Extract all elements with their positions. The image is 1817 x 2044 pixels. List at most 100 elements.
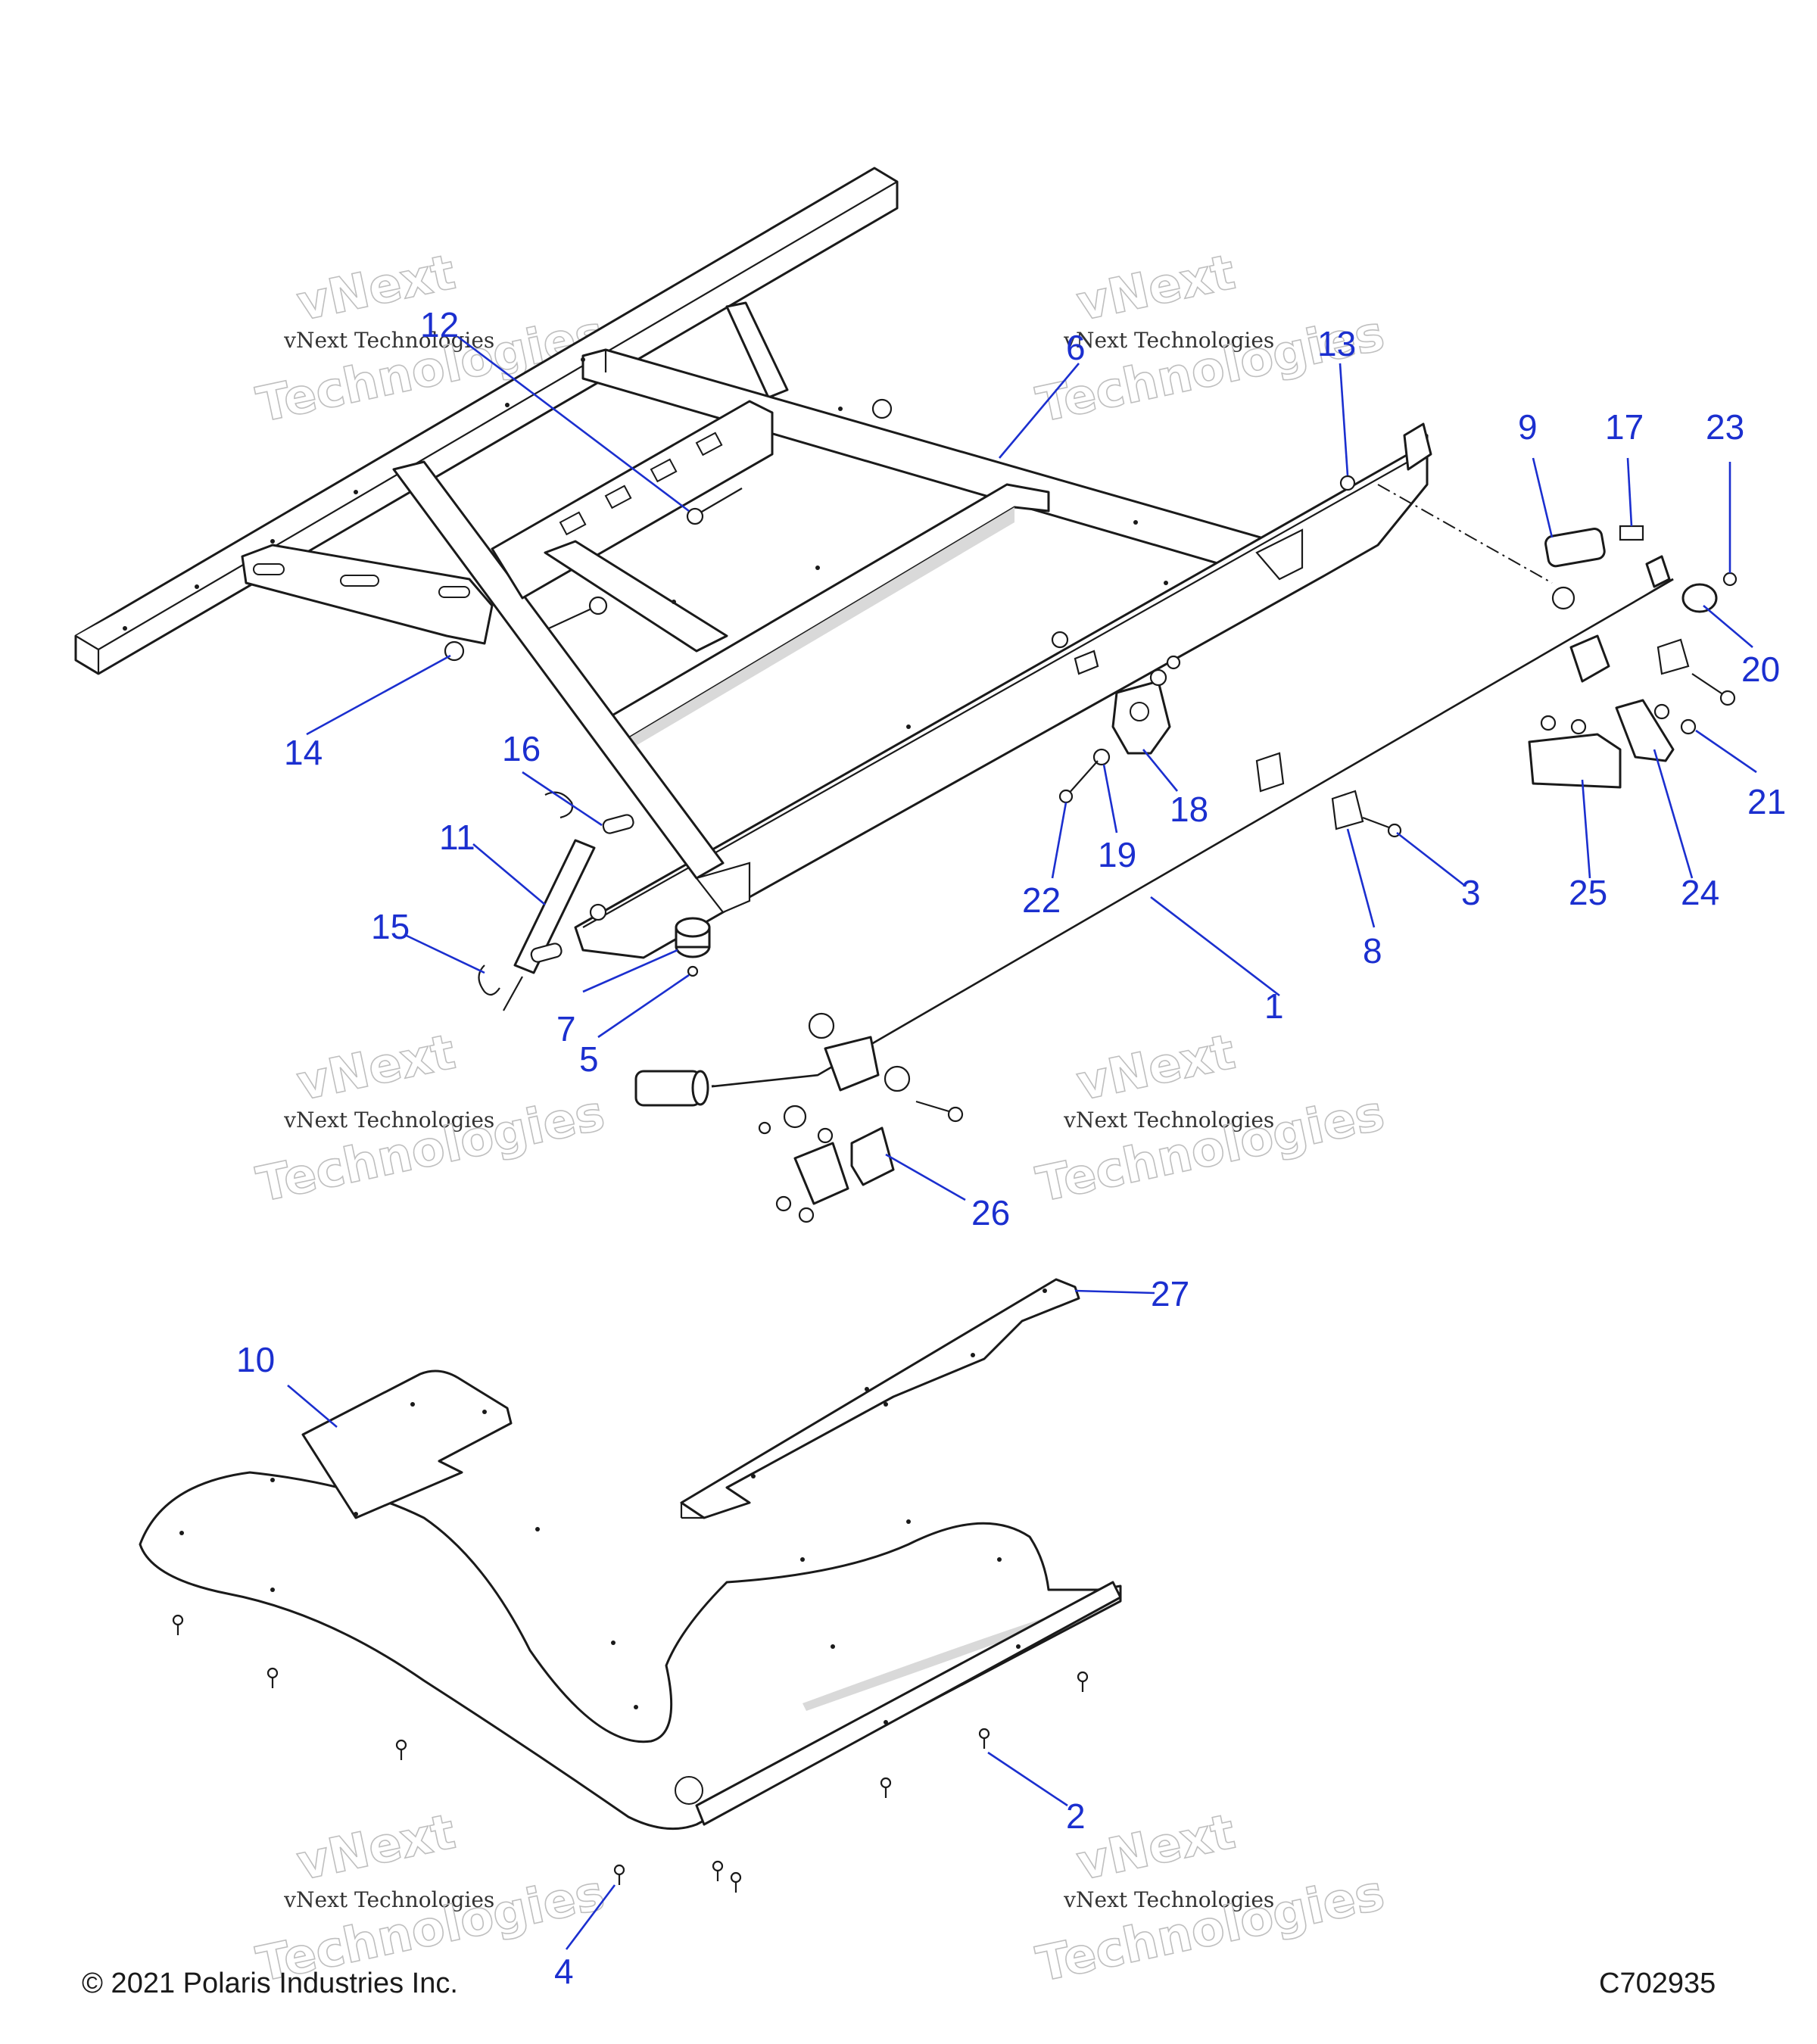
skid-plate-highlight bbox=[803, 1605, 1083, 1711]
callout-20: 20 bbox=[1741, 650, 1780, 689]
leader-9 bbox=[1532, 457, 1554, 538]
plate-26 bbox=[793, 1142, 849, 1205]
spring-17 bbox=[1619, 525, 1644, 541]
callout-4: 4 bbox=[554, 1952, 574, 1991]
callout-26: 26 bbox=[971, 1193, 1010, 1232]
latch-rod-1-inner bbox=[711, 578, 1674, 1088]
rod-end-sleeve-cap bbox=[691, 1070, 709, 1106]
leader-27 bbox=[1074, 1289, 1155, 1295]
leader-1 bbox=[1150, 896, 1280, 997]
skid-plate-drain bbox=[675, 1776, 703, 1805]
leader-8 bbox=[1346, 828, 1376, 928]
leader-26 bbox=[885, 1153, 966, 1201]
figure-code: C702935 bbox=[1599, 1968, 1716, 1999]
skid-plate-main bbox=[139, 1471, 1122, 1831]
rod-bushing bbox=[783, 1105, 807, 1129]
frame-curved-shade bbox=[628, 507, 1014, 746]
callout-13: 13 bbox=[1317, 324, 1356, 363]
rear-frame-assembly bbox=[74, 167, 1432, 959]
frame-right-rail-edge bbox=[582, 461, 1409, 928]
rod-clip bbox=[884, 1065, 911, 1092]
rod-bolt bbox=[915, 1100, 955, 1114]
leader-18 bbox=[1142, 749, 1179, 792]
leader-21 bbox=[1695, 729, 1757, 774]
rod-bolt-head bbox=[947, 1106, 964, 1123]
callout-9: 9 bbox=[1518, 407, 1538, 447]
leader-15 bbox=[404, 933, 485, 974]
watermark-vnext: vNext bbox=[292, 1804, 460, 1892]
bushing-20 bbox=[1681, 583, 1718, 613]
callout-27: 27 bbox=[1151, 1274, 1189, 1313]
watermark-caption: vNext Technologies bbox=[1063, 1887, 1274, 1912]
frame-brace bbox=[725, 301, 789, 399]
bolt-12 bbox=[696, 488, 743, 516]
frame-end-bracket bbox=[1403, 422, 1432, 471]
nut-23 bbox=[1722, 572, 1738, 587]
skid-bracket-27 bbox=[680, 1278, 1080, 1519]
latch-plate-24 bbox=[1615, 699, 1675, 762]
screw-2 bbox=[880, 1777, 892, 1798]
callout-11: 11 bbox=[439, 818, 475, 857]
frame-slots bbox=[559, 432, 723, 536]
callout-5: 5 bbox=[579, 1039, 599, 1079]
callout-2: 2 bbox=[1066, 1796, 1086, 1836]
frame-nut bbox=[871, 398, 893, 419]
callout-18: 18 bbox=[1170, 790, 1208, 829]
clip-8 bbox=[1331, 790, 1364, 830]
rubber-bumper-7-top bbox=[675, 917, 711, 938]
bolt-21 bbox=[1680, 718, 1697, 735]
callout-23: 23 bbox=[1706, 407, 1744, 447]
screw-2 bbox=[1077, 1671, 1089, 1692]
screw-2 bbox=[266, 1667, 279, 1688]
rod-clip-right bbox=[1656, 638, 1690, 675]
frame-gusset bbox=[695, 862, 751, 914]
callout-17: 17 bbox=[1605, 407, 1644, 447]
screw-2 bbox=[172, 1614, 184, 1635]
bolt-21 bbox=[1653, 703, 1670, 720]
screw-2 bbox=[978, 1728, 990, 1749]
watermark-caption: vNext Technologies bbox=[283, 328, 494, 353]
leader-12 bbox=[457, 335, 690, 513]
gas-strut-11 bbox=[513, 839, 596, 974]
frame-bracket-slots bbox=[253, 563, 470, 598]
watermark-vnext: vNext bbox=[1072, 1024, 1239, 1112]
callout-15: 15 bbox=[371, 907, 410, 946]
leader-13 bbox=[1339, 363, 1349, 476]
leader-11 bbox=[472, 843, 546, 905]
screw-26 bbox=[758, 1121, 771, 1135]
leader-17 bbox=[1626, 457, 1633, 527]
clevis-pin-15 bbox=[530, 943, 563, 963]
screw-4 bbox=[712, 1860, 724, 1881]
screw-26 bbox=[817, 1127, 834, 1144]
bolt-3 bbox=[1362, 816, 1394, 830]
watermark-caption: vNext Technologies bbox=[283, 1887, 494, 1912]
leader-5 bbox=[597, 974, 690, 1039]
alignment-line bbox=[1377, 484, 1553, 584]
callout-21: 21 bbox=[1747, 782, 1786, 821]
frame-side-bracket bbox=[241, 544, 494, 645]
leader-3 bbox=[1396, 831, 1466, 887]
hinge-hole bbox=[1130, 702, 1149, 721]
cotter-pin-15 bbox=[478, 964, 500, 996]
callout-22: 22 bbox=[1022, 880, 1061, 920]
callout-numbers: 1 2 3 4 5 6 7 8 9 10 11 12 13 14 15 16 1… bbox=[236, 305, 1786, 1991]
screw-2 bbox=[395, 1739, 407, 1760]
leader-4 bbox=[565, 1884, 616, 1950]
mount-bracket-26 bbox=[850, 1126, 895, 1186]
rod-sleeve-9 bbox=[1544, 528, 1606, 568]
leader-19 bbox=[1102, 764, 1118, 833]
frame-bolt-head bbox=[588, 596, 608, 615]
leader-20 bbox=[1703, 605, 1753, 648]
callout-12: 12 bbox=[420, 305, 459, 344]
screw-4 bbox=[730, 1871, 742, 1893]
skid-plate-10 bbox=[139, 1369, 1122, 1831]
latch-rod-assembly bbox=[634, 484, 1738, 1223]
watermark-vnext: vNext bbox=[1072, 1804, 1239, 1892]
clevis-pin-16 bbox=[602, 814, 634, 834]
leader-14 bbox=[306, 654, 451, 736]
frame-gusset bbox=[1255, 528, 1304, 581]
leader-10 bbox=[287, 1385, 338, 1428]
frame-nut bbox=[589, 903, 607, 921]
frame-diagonal-brace bbox=[392, 460, 725, 880]
